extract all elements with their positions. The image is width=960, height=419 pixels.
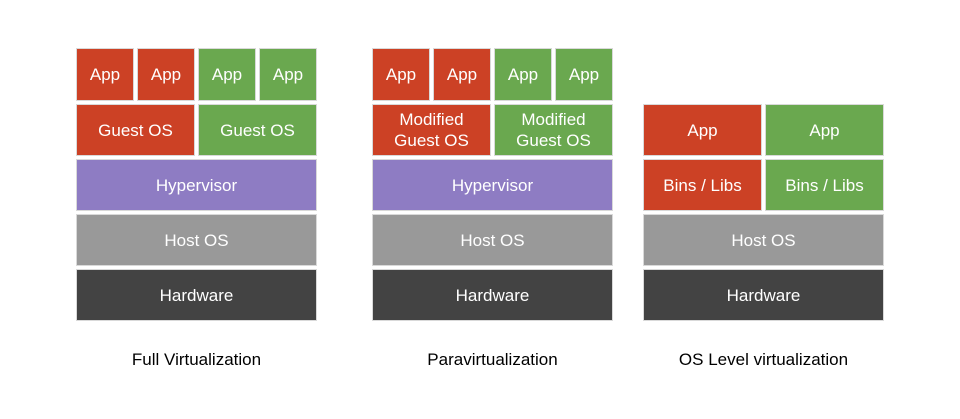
hardware-block: Hardware <box>643 269 884 321</box>
app-block: App <box>76 48 134 101</box>
host-os-block: Host OS <box>643 214 884 266</box>
app-block: App <box>765 104 884 156</box>
hypervisor-block: Hypervisor <box>76 159 317 211</box>
full-virtualization-caption: Full Virtualization <box>131 350 262 369</box>
bins-libs-block: Bins / Libs <box>765 159 884 211</box>
host-os-block: Host OS <box>372 214 613 266</box>
app-block: App <box>433 48 491 101</box>
hardware-block: Hardware <box>372 269 613 321</box>
paravirtualization-caption: Paravirtualization <box>427 350 558 369</box>
app-block: App <box>259 48 317 101</box>
guest-os-block: Guest OS <box>198 104 317 156</box>
app-block: App <box>555 48 613 101</box>
app-block: App <box>372 48 430 101</box>
os-level-virtualization-caption: OS Level virtualization <box>678 350 849 369</box>
app-block: App <box>198 48 256 101</box>
hypervisor-block: Hypervisor <box>372 159 613 211</box>
app-block: App <box>643 104 762 156</box>
guest-os-block: Guest OS <box>76 104 195 156</box>
bins-libs-block: Bins / Libs <box>643 159 762 211</box>
modified-guest-os-block: Modified Guest OS <box>494 104 613 156</box>
modified-guest-os-block: Modified Guest OS <box>372 104 491 156</box>
app-block: App <box>494 48 552 101</box>
hardware-block: Hardware <box>76 269 317 321</box>
app-block: App <box>137 48 195 101</box>
host-os-block: Host OS <box>76 214 317 266</box>
